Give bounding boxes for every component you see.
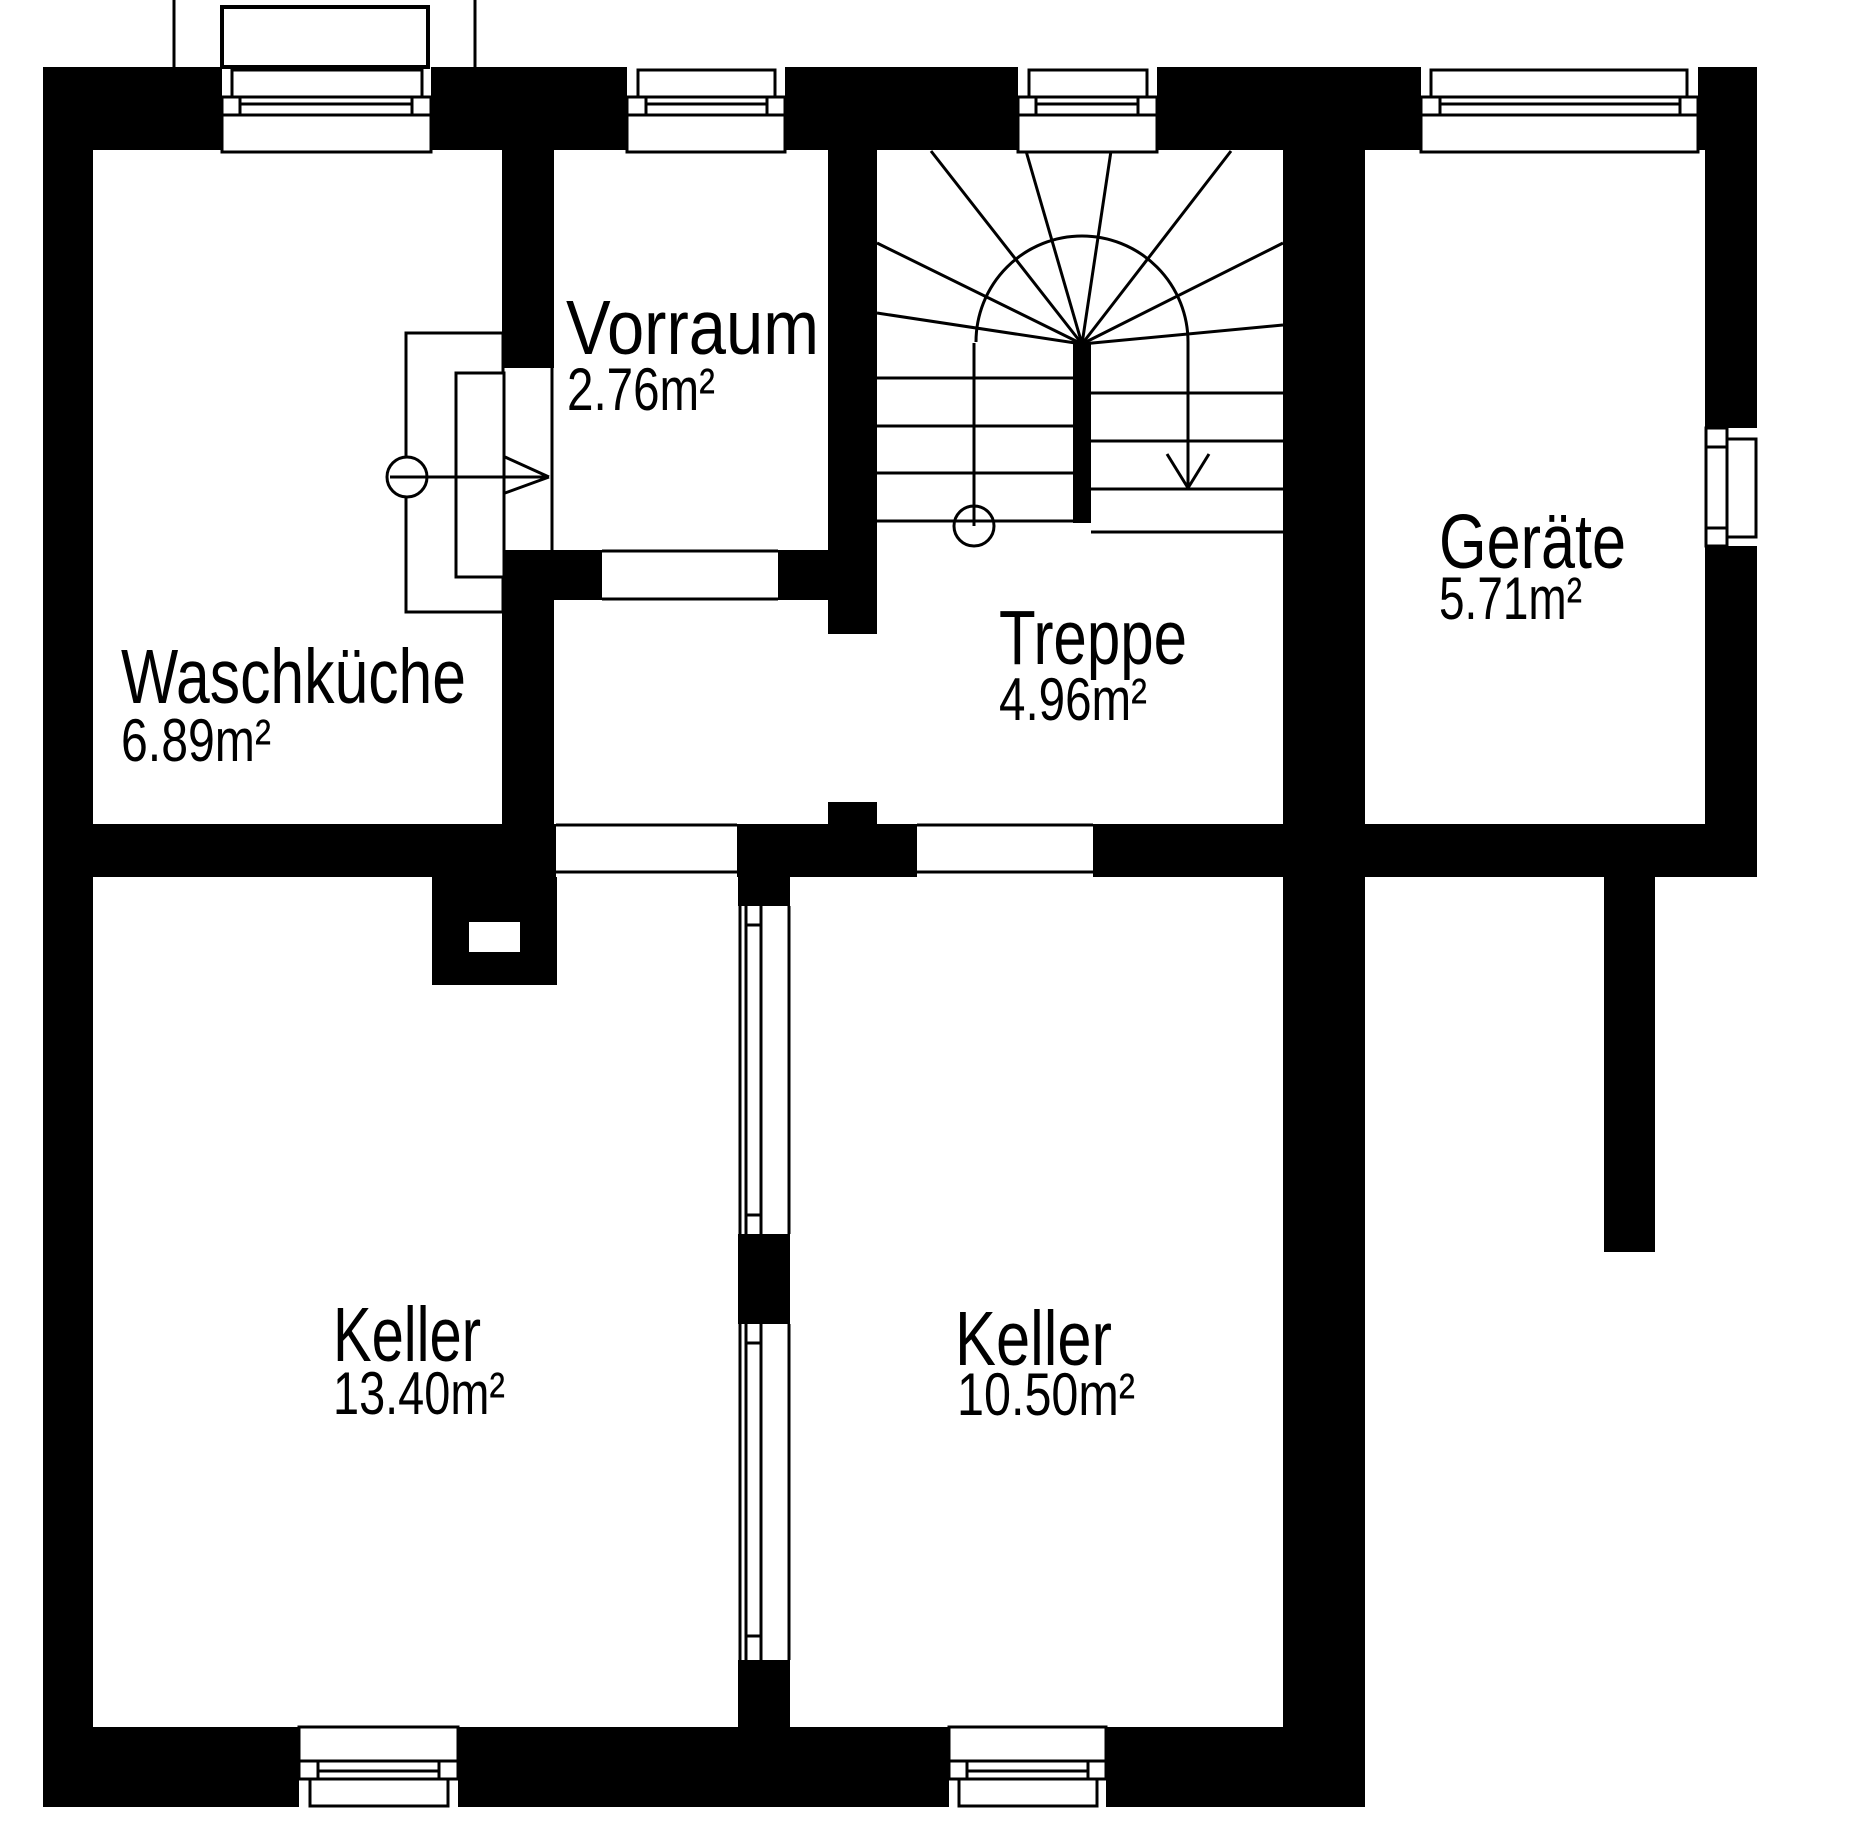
room-label-keller-rechts: Keller 10.50m² (955, 1296, 1135, 1428)
window-outer-sill (308, 1777, 450, 1808)
room-name-geraete: Geräte (1439, 499, 1626, 585)
window-frame-band (1704, 426, 1729, 548)
stair-walkline-start-circle (952, 504, 996, 548)
window-inner-sill (625, 113, 787, 154)
window-inner-sill (947, 1725, 1108, 1763)
chimney-flue-opening (469, 922, 520, 952)
light-well-box (220, 5, 430, 69)
stair-winder-line (1024, 150, 1084, 345)
keller-partition (738, 906, 791, 1660)
room-label-vorraum: Vorraum 2.76m² (566, 285, 819, 423)
wall-bottom-segment-3 (1106, 1727, 1365, 1807)
window-vorraum (625, 68, 787, 154)
door-leaf-inner (454, 371, 506, 579)
window-outer-sill (1429, 68, 1689, 99)
window-inner-sill (220, 113, 433, 154)
wall-waschkueche-vorraum-upper (502, 150, 554, 368)
window-outer-sill (230, 68, 424, 99)
stair-handrail-arc (974, 234, 1190, 343)
wall-stub-above-band (828, 802, 877, 824)
partition-block-top (738, 877, 790, 906)
window-keller-links (297, 1725, 460, 1808)
room-labels: Waschküche 6.89m² Vorraum 2.76m² Treppe … (121, 285, 1626, 1428)
stair-winder-line (876, 311, 1083, 346)
window-outer-sill (957, 1777, 1099, 1808)
window-frame-band (625, 95, 787, 117)
wall-vorraum-bottom-left (504, 550, 602, 600)
room-label-geraete: Geräte 5.71m² (1439, 499, 1626, 632)
wall-vorraum-bottom-right (778, 550, 828, 600)
wall-top-segment-3 (785, 67, 1018, 150)
wall-middle-band-left (43, 824, 556, 877)
window-frame-band (1016, 95, 1159, 117)
stair-arrow-head (1186, 453, 1211, 489)
walls (43, 67, 1757, 1807)
window-outer-sill (1725, 437, 1758, 539)
door-direction-arrow (504, 475, 550, 495)
window-treppe (1016, 68, 1159, 154)
wall-left-exterior (43, 67, 93, 1807)
wall-top-segment-4 (1157, 67, 1421, 150)
window-inner-sill (297, 1725, 460, 1763)
window-outer-sill (636, 68, 777, 99)
wall-middle-band-right (1093, 824, 1757, 877)
room-area-geraete: 5.71m² (1439, 565, 1582, 632)
room-label-treppe: Treppe 4.96m² (999, 595, 1187, 733)
room-area-vorraum: 2.76m² (567, 356, 715, 423)
room-area-waschkueche: 6.89m² (121, 707, 271, 774)
wall-stub-right (1604, 877, 1655, 1252)
room-name-waschkueche: Waschküche (121, 634, 466, 720)
wall-thick-center-right (1283, 150, 1365, 1727)
wall-top-segment-2 (431, 67, 627, 150)
stair-winder-line (1080, 150, 1233, 345)
window-outer-sill (1027, 68, 1149, 99)
stair-winder-line (929, 150, 1084, 345)
wall-middle-band-center (737, 824, 917, 877)
door-openings (556, 549, 1093, 874)
room-label-waschkueche: Waschküche 6.89m² (121, 634, 466, 774)
door-waschkueche-vorraum (385, 331, 554, 614)
wall-right-upper (1705, 67, 1757, 428)
light-well-waschkueche (172, 0, 477, 69)
stair-arrow-head (1165, 453, 1190, 489)
window-frame-band (220, 95, 433, 117)
stair-winder-line (1080, 150, 1113, 345)
wall-vorraum-treppe (828, 150, 877, 634)
window-geraete-nord (1419, 68, 1700, 154)
staircase (876, 150, 1284, 548)
room-name-keller-rechts: Keller (955, 1296, 1112, 1382)
room-name-keller-links: Keller (333, 1292, 481, 1378)
window-keller-rechts (947, 1725, 1108, 1808)
room-name-vorraum: Vorraum (566, 285, 819, 371)
partition-block-middle (738, 1234, 790, 1324)
room-name-treppe: Treppe (999, 595, 1187, 681)
window-geraete-ost (1704, 426, 1758, 548)
window-waschkueche (220, 68, 433, 154)
window-inner-sill (1419, 113, 1700, 154)
stair-winder-line (876, 241, 1083, 346)
stair-winder-line (1081, 241, 1284, 346)
room-area-keller-rechts: 10.50m² (957, 1361, 1135, 1428)
wall-right-lower (1705, 546, 1757, 877)
room-label-keller-links: Keller 13.40m² (333, 1292, 505, 1427)
partition-block-bottom (738, 1660, 790, 1727)
door-direction-arrow (504, 455, 550, 479)
room-area-keller-links: 13.40m² (333, 1360, 505, 1427)
wall-bottom-segment-1 (43, 1727, 299, 1807)
room-area-treppe: 4.96m² (999, 666, 1147, 733)
window-frame-band (1419, 95, 1700, 117)
wall-bottom-segment-2 (458, 1727, 949, 1807)
stair-winder-line (1081, 323, 1284, 346)
window-inner-sill (1016, 113, 1159, 154)
wall-waschkueche-vorraum-lower (502, 600, 554, 824)
stair-spine-wall (1073, 342, 1091, 523)
